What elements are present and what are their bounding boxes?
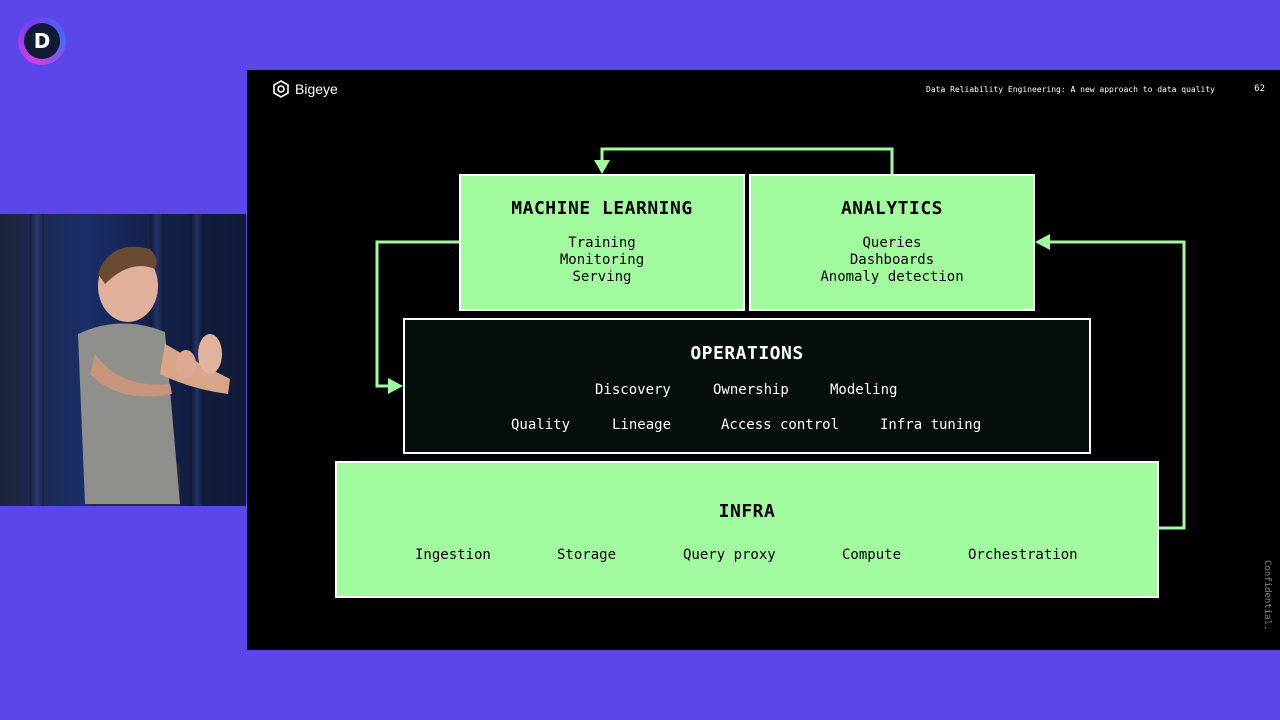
infra-item-storage: Storage (557, 547, 617, 563)
ops-item-quality: Quality (511, 417, 571, 433)
ops-item-ownership: Ownership (713, 382, 789, 398)
bigeye-logo-icon (273, 80, 289, 98)
ml-item-training: Training (568, 235, 636, 251)
flow-arrows (375, 147, 1186, 530)
presentation-slide: Bigeye Data Reliability Engineering: A n… (247, 70, 1280, 650)
infra-item-ingestion: Ingestion (415, 547, 491, 563)
operations-box: OPERATIONS Discovery Ownership Modeling … (403, 318, 1091, 454)
ml-item-serving: Serving (572, 269, 632, 285)
arrowhead-ml (594, 160, 610, 174)
machine-learning-title: MACHINE LEARNING (511, 198, 693, 219)
analytics-box: ANALYTICS Queries Dashboards Anomaly det… (749, 174, 1035, 311)
channel-logo: D (18, 17, 66, 65)
infra-item-query-proxy: Query proxy (683, 547, 776, 563)
slide-header-title: Data Reliability Engineering: A new appr… (926, 85, 1215, 94)
ops-item-lineage: Lineage (612, 417, 672, 433)
speaker-video (0, 214, 246, 506)
arrow-ml-to-operations (375, 240, 459, 388)
slide-page-number: 62 (1254, 84, 1265, 94)
arrowhead-operations (388, 378, 403, 394)
infra-title: INFRA (718, 501, 776, 522)
brand-name: Bigeye (295, 81, 338, 97)
analytics-title: ANALYTICS (840, 198, 944, 219)
analytics-item-dashboards: Dashboards (849, 252, 935, 268)
ops-item-infra-tuning: Infra tuning (880, 417, 982, 433)
infra-box: INFRA Ingestion Storage Query proxy Comp… (335, 461, 1159, 598)
arrow-analytics-to-ml (600, 147, 894, 174)
ml-item-monitoring: Monitoring (559, 252, 645, 268)
infra-item-orchestration: Orchestration (968, 547, 1078, 563)
bigeye-brand: Bigeye (272, 80, 338, 98)
operations-title: OPERATIONS (690, 343, 804, 364)
channel-logo-letter: D (24, 23, 60, 59)
speaker-figure (78, 246, 230, 506)
ops-item-modeling: Modeling (830, 382, 898, 398)
infra-item-compute: Compute (842, 547, 902, 563)
arrowhead-analytics (1035, 234, 1050, 250)
arrow-infra-to-analytics (1047, 240, 1186, 530)
confidential-label: Confidential. (1262, 560, 1272, 631)
ops-item-access-control: Access control (721, 417, 840, 433)
machine-learning-box: MACHINE LEARNING Training Monitoring Ser… (459, 174, 745, 311)
analytics-item-anomaly-detection: Anomaly detection (820, 269, 964, 285)
analytics-item-queries: Queries (862, 235, 922, 251)
ops-item-discovery: Discovery (595, 382, 671, 398)
